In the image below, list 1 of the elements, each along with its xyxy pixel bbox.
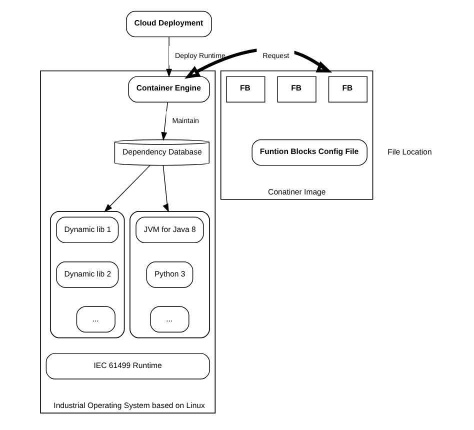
label: File Location bbox=[388, 148, 432, 157]
